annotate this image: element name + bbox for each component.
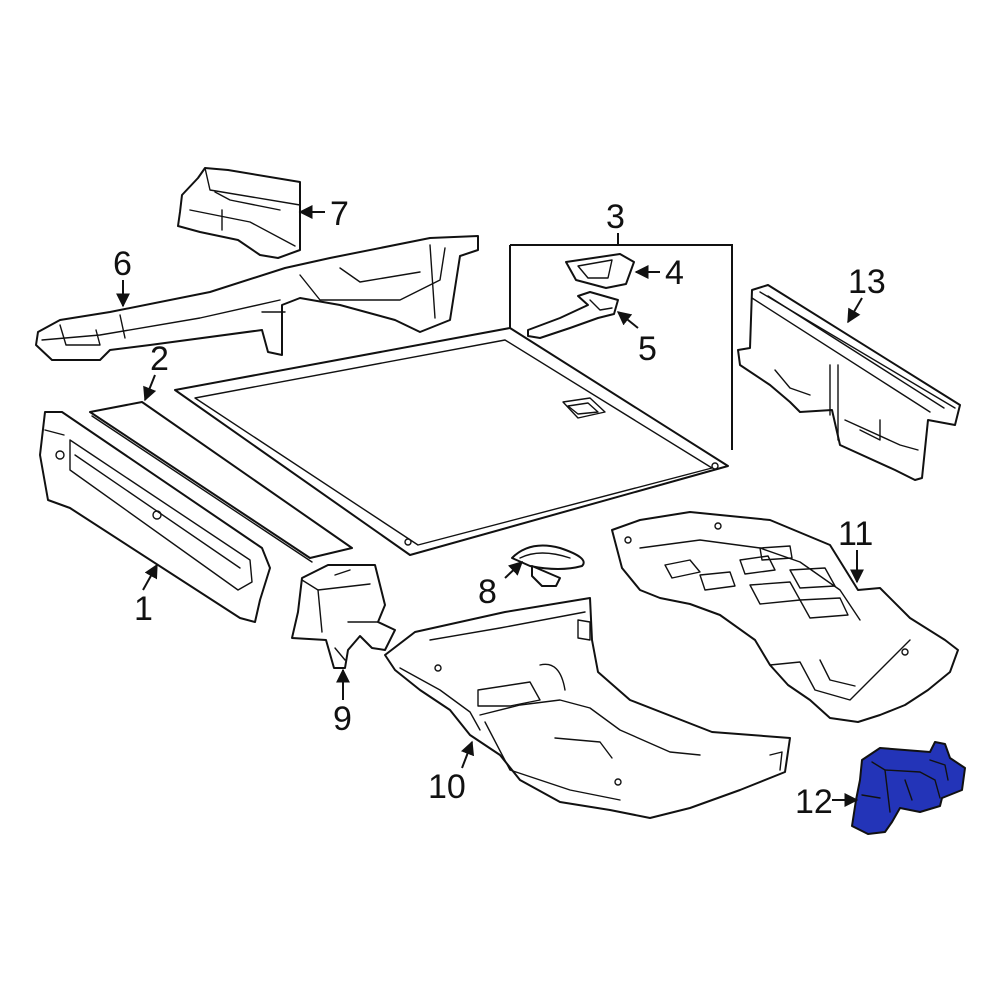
- leader-8: [504, 561, 524, 579]
- callout-13: 13: [848, 263, 886, 301]
- callout-7: 7: [330, 195, 349, 233]
- part-5-strap[interactable]: [527, 291, 619, 339]
- leader-13: [847, 297, 863, 324]
- part-3-group-bracket: [509, 233, 733, 450]
- callout-4: 4: [665, 254, 684, 292]
- callout-6: 6: [113, 245, 132, 283]
- callout-8: 8: [478, 573, 497, 611]
- callout-9: 9: [333, 700, 352, 738]
- leader-5: [616, 311, 639, 329]
- leader-2: [143, 374, 157, 402]
- callout-5: 5: [638, 330, 657, 368]
- part-9-corner-bracket[interactable]: [291, 564, 396, 669]
- leader-1: [142, 563, 158, 591]
- leader-10: [460, 740, 475, 769]
- part-8-cable[interactable]: [511, 544, 585, 587]
- part-10-trunk-liner[interactable]: [384, 597, 791, 819]
- part-1-side-panel[interactable]: [39, 411, 271, 623]
- callout-3: 3: [606, 198, 625, 236]
- callout-11: 11: [838, 515, 873, 553]
- part-13-sill-plate[interactable]: [737, 284, 961, 481]
- part-2-trim-strip[interactable]: [89, 401, 353, 563]
- callout-10: 10: [428, 768, 466, 806]
- part-6-cross-member[interactable]: [35, 235, 479, 361]
- callout-labels: 1 2 3 4 5 6 7 8 9 10 11 12 13: [113, 195, 886, 821]
- callout-1: 1: [134, 590, 153, 628]
- part-11-floor-tray[interactable]: [611, 511, 959, 723]
- part-7-duct-bracket[interactable]: [177, 167, 301, 259]
- leader-lines: [116, 205, 864, 807]
- callout-12: 12: [795, 783, 833, 821]
- part-3-load-floor[interactable]: [174, 327, 729, 556]
- part-12-bracket-highlighted[interactable]: [851, 741, 966, 835]
- part-4-handle-bezel[interactable]: [565, 253, 635, 289]
- callout-2: 2: [150, 340, 169, 378]
